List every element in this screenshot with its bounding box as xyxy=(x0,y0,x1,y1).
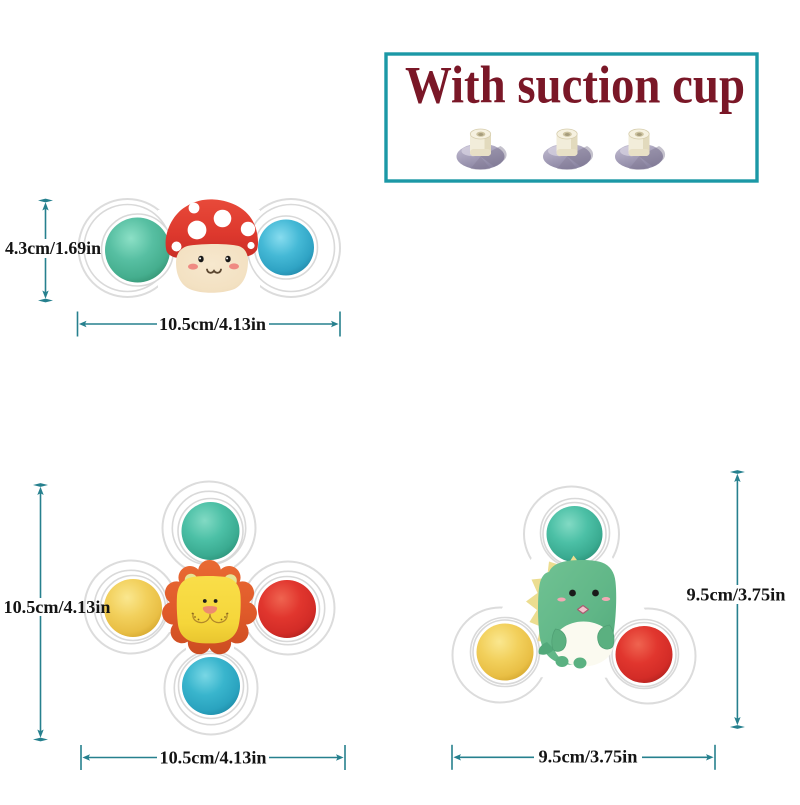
svg-text:9.5cm/3.75in: 9.5cm/3.75in xyxy=(539,747,638,767)
svg-text:4.3cm/1.69in: 4.3cm/1.69in xyxy=(5,238,101,258)
svg-text:9.5cm/3.75in: 9.5cm/3.75in xyxy=(687,585,786,605)
svg-text:10.5cm/4.13in: 10.5cm/4.13in xyxy=(159,314,266,334)
svg-text:10.5cm/4.13in: 10.5cm/4.13in xyxy=(4,597,111,617)
svg-text:With suction cup: With suction cup xyxy=(405,57,745,115)
svg-text:10.5cm/4.13in: 10.5cm/4.13in xyxy=(160,747,267,767)
